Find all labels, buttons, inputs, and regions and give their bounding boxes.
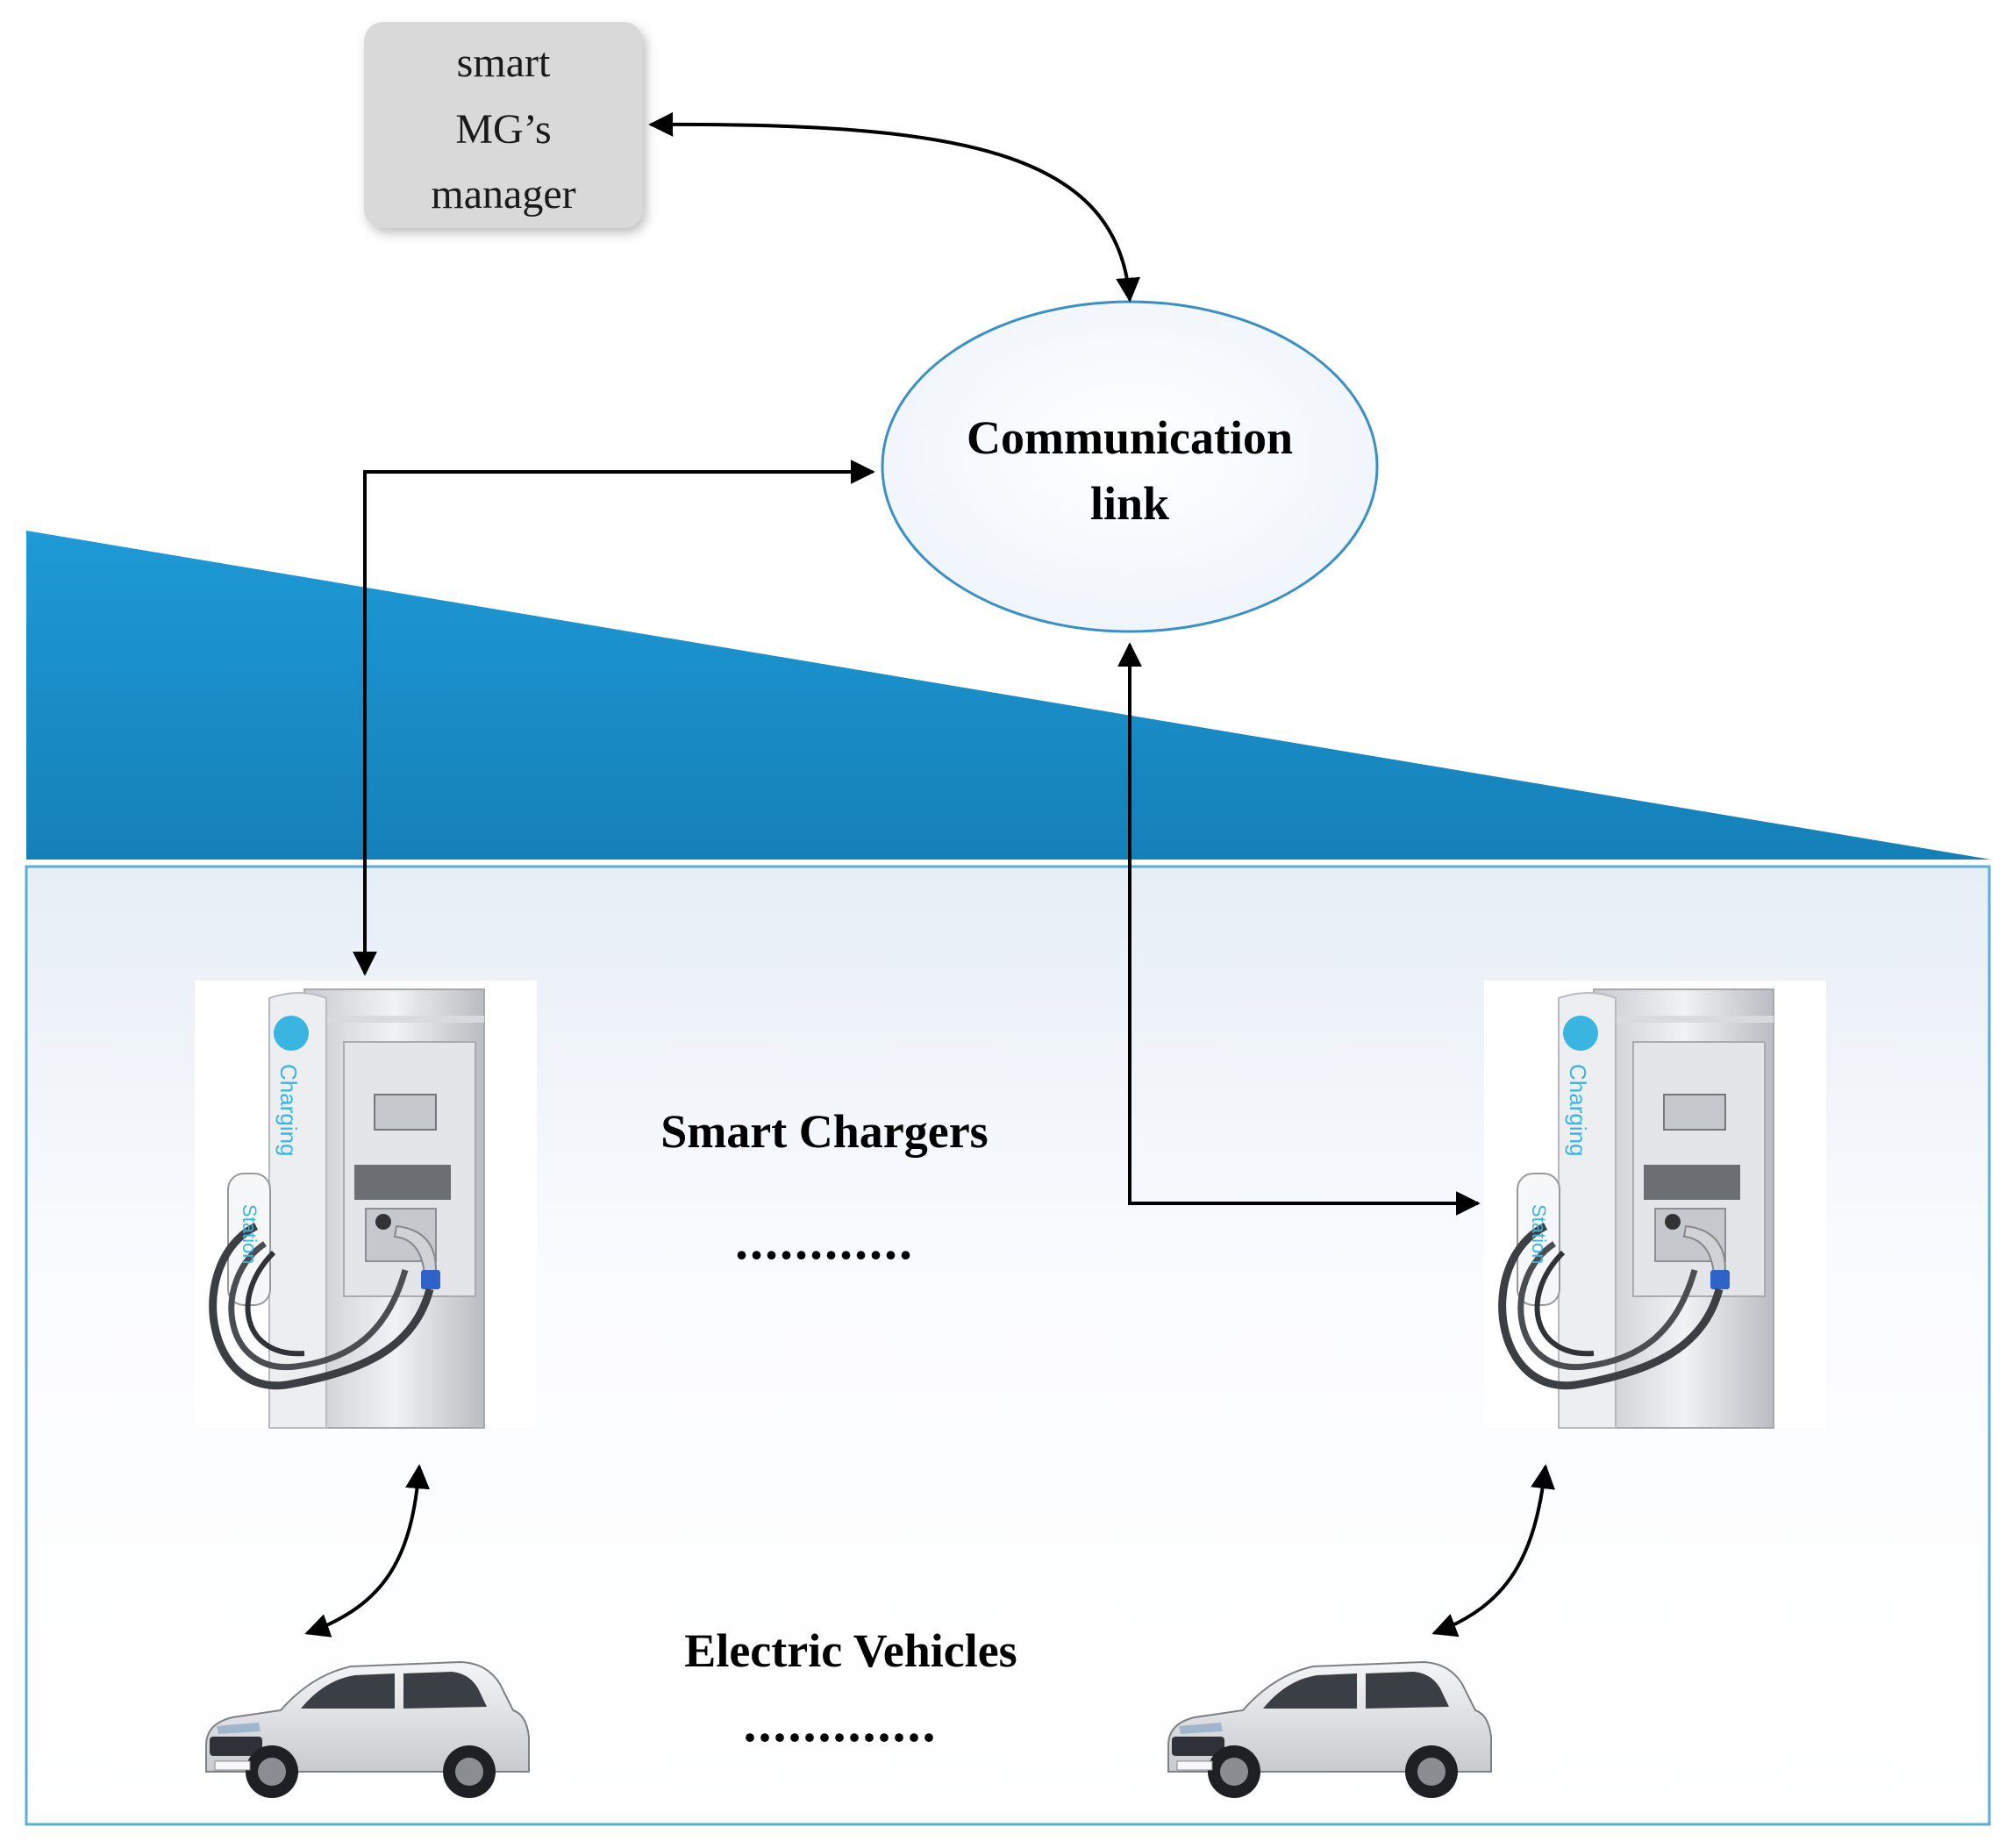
manager-box: smart MG’s manager [364,22,643,228]
communication-link-node: Communication link [881,300,1379,633]
left-charger-car-arrow [304,1464,431,1638]
vehicles-ellipsis: ............. [744,1695,938,1752]
chargers-ellipsis: ............ [735,1212,914,1270]
smart-chargers-label: Smart Chargers [660,1105,988,1158]
ge-logo-icon [1563,1016,1598,1051]
manager-comm-arrow [648,111,1141,303]
holster-brand-text: Station [1528,1204,1550,1265]
comm-left-charger-arrow [353,460,875,976]
comm-label-line2: link [1090,477,1169,530]
charger-brand-text: Charging [275,1064,302,1157]
comm-right-charger-arrow [1117,642,1481,1216]
electric-vehicles-label: Electric Vehicles [684,1624,1017,1677]
right-charger-car-arrow [1431,1464,1555,1638]
manager-label-line2: MG’s [455,106,551,153]
manager-label-line3: manager [431,171,575,218]
smart-charger-right: Charging Station [1484,981,1826,1428]
holster-brand-text: Station [239,1204,261,1265]
ge-logo-icon [274,1016,309,1051]
comm-label-line1: Communication [967,411,1293,464]
smart-charger-left: Charging Station [195,981,537,1428]
manager-label-line1: smart [457,39,551,86]
charger-brand-text: Charging [1565,1064,1591,1157]
